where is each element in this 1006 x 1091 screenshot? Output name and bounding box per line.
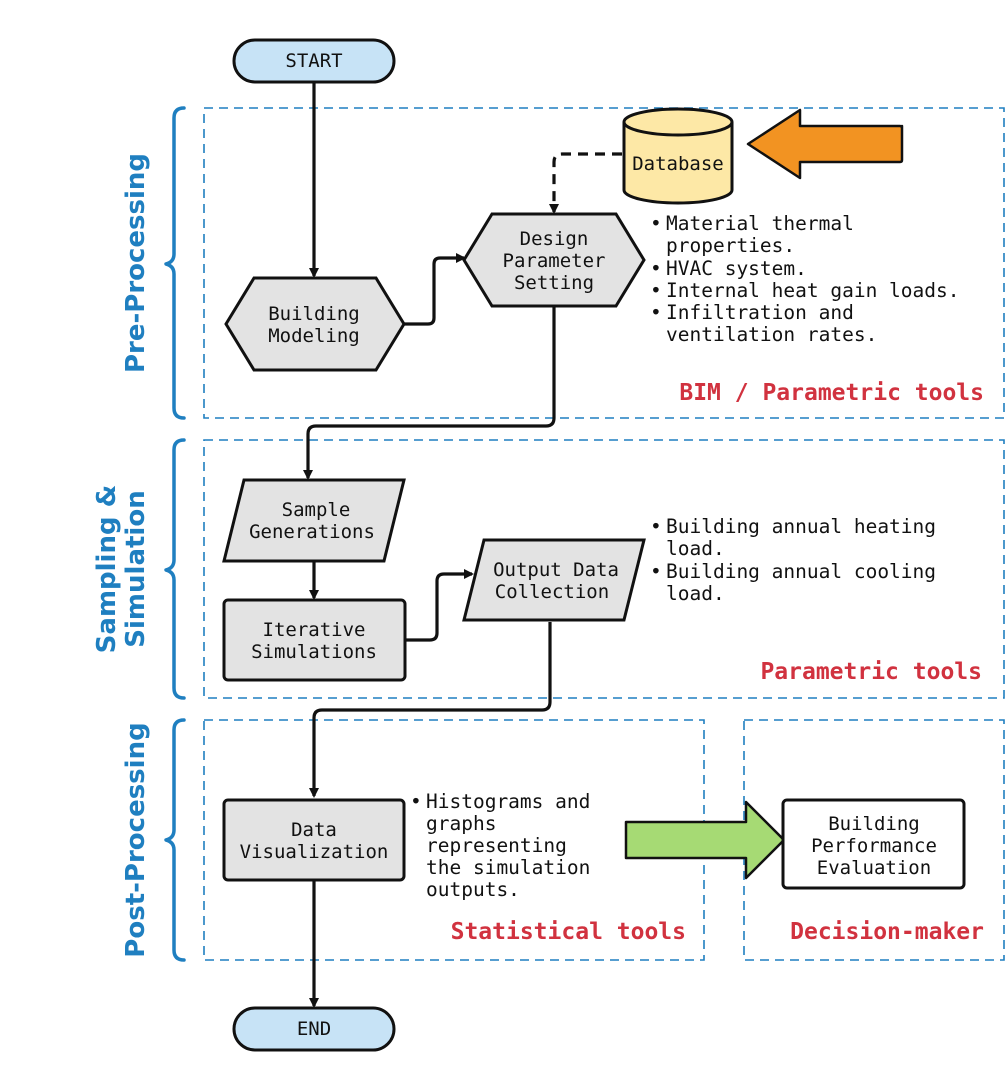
bullet-marker: • (650, 257, 662, 280)
pre-bullet-4-line1: Infiltration and (666, 301, 854, 324)
end-node: END (232, 1006, 396, 1052)
data-visualization-node: Data Visualization (222, 798, 406, 882)
end-label: END (297, 1018, 331, 1040)
building-performance-label-line1: Building (828, 813, 920, 835)
tool-label-bim: BIM / Parametric tools (679, 380, 984, 406)
flow-design-to-sample (303, 306, 556, 480)
design-parameter-label-line3: Setting (514, 272, 594, 294)
design-parameter-label-line1: Design (520, 228, 589, 250)
sample-generations-label-line2: Generations (249, 521, 375, 543)
start-node: START (232, 38, 396, 84)
pre-processing-brace (164, 106, 186, 420)
tool-label-parametric: Parametric tools (760, 659, 982, 685)
bullet-marker: • (650, 212, 662, 235)
bullet-marker: • (650, 560, 662, 583)
pre-processing-bullets: • Material thermal properties. • HVAC sy… (650, 212, 960, 346)
pre-bullet-3-line1: Internal heat gain loads. (666, 279, 960, 302)
post-bullet-1-line2: graphs (426, 812, 496, 835)
bullet-marker: • (410, 790, 422, 813)
pre-bullet-1-line1: Material thermal (666, 212, 854, 235)
sampling-panel (203, 439, 1005, 699)
building-modeling-label-line1: Building (268, 303, 360, 325)
stage-label-sampling-line1: Sampling & (92, 485, 122, 654)
output-data-label-line2: Collection (495, 581, 609, 603)
output-data-label-line1: Output Data (493, 559, 619, 581)
database-label: Database (632, 153, 724, 175)
sampling-bullet-1-line2: load. (666, 537, 725, 560)
sampling-bullet-2-line2: load. (666, 582, 725, 605)
flow-building-to-design (404, 253, 466, 326)
sampling-bullet-1-line1: Building annual heating (666, 515, 936, 538)
tool-label-statistical: Statistical tools (451, 919, 686, 945)
sampling-bullets: • Building annual heating load. • Buildi… (650, 515, 936, 605)
flow-output-to-visualization (309, 622, 552, 798)
post-processing-brace (164, 718, 186, 962)
output-data-node: Output Data Collection (462, 538, 646, 622)
design-parameter-node: Design Parameter Setting (462, 212, 646, 308)
building-performance-label-line3: Evaluation (817, 857, 931, 879)
pre-bullet-1-line2: properties. (666, 234, 795, 257)
building-performance-label-line2: Performance (811, 835, 937, 857)
iterative-simulations-label-line1: Iterative (263, 619, 366, 641)
flow-database-to-design (549, 152, 622, 214)
pre-bullet-2-line1: HVAC system. (666, 257, 807, 280)
iterative-simulations-node: Iterative Simulations (222, 598, 407, 682)
post-bullet-1-line3: representing (426, 834, 567, 857)
sample-generations-node: Sample Generations (222, 478, 406, 563)
data-visualization-label-line2: Visualization (240, 841, 389, 863)
bullet-marker: • (650, 301, 662, 324)
building-modeling-label-line2: Modeling (268, 325, 360, 347)
stage-label-post-processing: Post-Processing (121, 722, 151, 957)
iterative-simulations-label-line2: Simulations (251, 641, 377, 663)
tool-label-decision: Decision-maker (790, 919, 984, 945)
sample-generations-label-line1: Sample (282, 499, 351, 521)
design-parameter-label-line2: Parameter (503, 250, 606, 272)
decision-panel (743, 719, 1005, 961)
database-node: Database (622, 107, 734, 205)
orange-input-arrow (746, 108, 904, 180)
stage-label-pre-processing: Pre-Processing (121, 153, 151, 373)
building-performance-node: Building Performance Evaluation (781, 798, 966, 890)
data-visualization-label-line1: Data (291, 819, 337, 841)
flow-iterative-to-output (405, 569, 474, 642)
bullet-marker: • (650, 515, 662, 538)
pre-bullet-4-line2: ventilation rates. (666, 323, 877, 346)
post-bullet-1-line5: outputs. (426, 878, 520, 901)
post-bullet-1-line1: Histograms and (426, 790, 590, 813)
sampling-bullet-2-line1: Building annual cooling (666, 560, 936, 583)
building-modeling-node: Building Modeling (224, 276, 406, 372)
bullet-marker: • (650, 279, 662, 302)
stage-label-sampling-line2: Simulation (121, 490, 151, 647)
post-processing-bullets: • Histograms and graphs representing the… (410, 790, 590, 901)
green-output-arrow (624, 800, 786, 880)
sampling-brace (164, 438, 186, 700)
post-bullet-1-line4: the simulation (426, 856, 590, 879)
start-label: START (285, 50, 342, 72)
